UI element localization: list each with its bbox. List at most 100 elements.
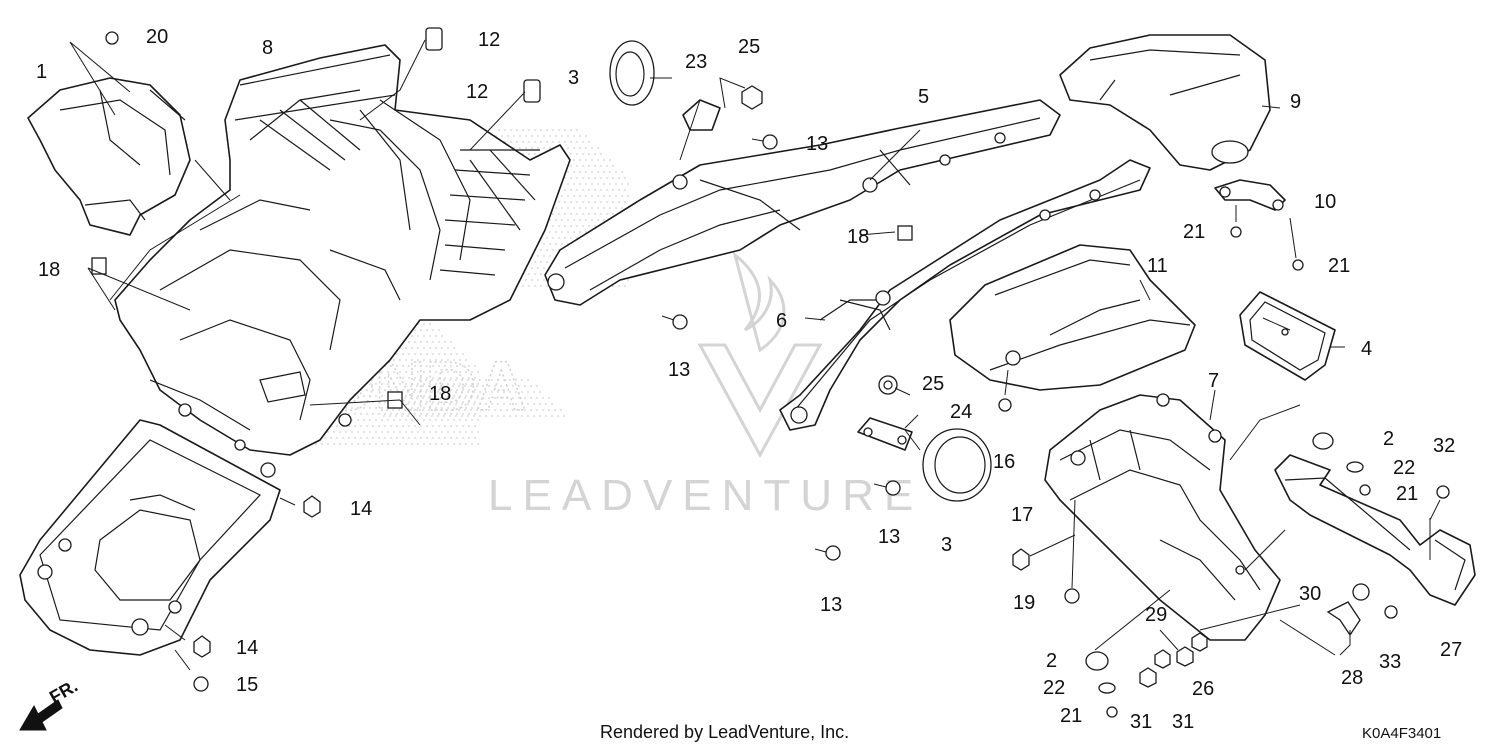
shading-dot	[474, 389, 476, 391]
shading-dot	[426, 425, 428, 427]
shading-dot	[453, 347, 455, 349]
shading-dot	[461, 403, 463, 405]
shading-dot	[446, 409, 448, 411]
shading-dot	[414, 437, 416, 439]
shading-dot	[506, 397, 508, 399]
shading-dot	[588, 213, 590, 215]
shading-dot	[417, 443, 419, 445]
shading-dot	[479, 415, 481, 417]
grommet-icon	[1312, 432, 1334, 450]
shading-dot	[387, 383, 389, 385]
shading-dot	[435, 407, 437, 409]
shading-dot	[429, 383, 431, 385]
shading-dot	[522, 285, 524, 287]
shading-dot	[531, 279, 533, 281]
shading-dot	[375, 407, 377, 409]
shading-dot	[573, 207, 575, 209]
shading-dot	[543, 135, 545, 137]
shading-dot	[606, 213, 608, 215]
shading-dot	[357, 407, 359, 409]
shading-dot	[549, 231, 551, 233]
shading-dot	[545, 415, 547, 417]
shading-dot	[408, 389, 410, 391]
shading-dot	[500, 385, 502, 387]
shading-dot	[612, 165, 614, 167]
shading-dot	[444, 353, 446, 355]
shading-dot	[576, 213, 578, 215]
shading-dot	[366, 437, 368, 439]
shading-dot	[396, 425, 398, 427]
bolt-icon	[998, 369, 1012, 412]
bolt-icon	[873, 480, 901, 496]
shading-dot	[447, 359, 449, 361]
shading-dot	[458, 397, 460, 399]
shading-dot	[369, 431, 371, 433]
shading-dot	[444, 341, 446, 343]
shading-dot	[414, 401, 416, 403]
shading-dot	[570, 165, 572, 167]
shading-dot	[468, 425, 470, 427]
shading-dot	[618, 189, 620, 191]
shading-dot	[456, 353, 458, 355]
shading-dot	[524, 397, 526, 399]
shading-dot	[488, 385, 490, 387]
shading-dot	[435, 347, 437, 349]
part-4-reflector	[1239, 291, 1336, 381]
shading-dot	[441, 347, 443, 349]
shading-dot	[573, 147, 575, 149]
nut-icon	[1012, 534, 1076, 571]
callout-2: 2	[1383, 428, 1394, 450]
shading-dot	[339, 431, 341, 433]
shading-dot	[459, 395, 461, 397]
shading-dot	[539, 391, 541, 393]
callout-24: 24	[950, 401, 972, 423]
shading-dot	[477, 443, 479, 445]
shading-dot	[521, 403, 523, 405]
shading-dot	[563, 415, 565, 417]
shading-dot	[402, 365, 404, 367]
shading-dot	[423, 323, 425, 325]
shading-dot	[534, 261, 536, 263]
clip-icon	[91, 257, 107, 275]
shading-dot	[476, 385, 478, 387]
part-8-inner-fender	[114, 44, 571, 478]
shading-dot	[390, 377, 392, 379]
shading-dot	[594, 189, 596, 191]
shading-dot	[447, 347, 449, 349]
shading-dot	[423, 383, 425, 385]
callout-31: 31	[1172, 711, 1194, 733]
shading-dot	[534, 141, 536, 143]
shading-dot	[423, 419, 425, 421]
shading-dot	[603, 171, 605, 173]
shading-dot	[543, 279, 545, 281]
shading-dot	[609, 183, 611, 185]
shading-dot	[432, 341, 434, 343]
shading-dot	[408, 353, 410, 355]
shading-dot	[461, 379, 463, 381]
shading-dot	[570, 201, 572, 203]
shading-dot	[464, 397, 466, 399]
shading-dot	[425, 403, 427, 405]
shading-dot	[471, 431, 473, 433]
shading-dot	[434, 409, 436, 411]
shading-dot	[543, 147, 545, 149]
shading-dot	[567, 207, 569, 209]
shading-dot	[470, 385, 472, 387]
shading-dot	[609, 195, 611, 197]
shading-dot	[579, 159, 581, 161]
shading-dot	[405, 383, 407, 385]
shading-dot	[441, 395, 443, 397]
bolt-icon	[193, 676, 209, 692]
shading-dot	[543, 243, 545, 245]
shading-dot	[369, 395, 371, 397]
shading-dot	[579, 171, 581, 173]
callouts: 1 20 8 12 12 3 23 25 13 5 9 10 21 21 18 …	[36, 26, 1462, 733]
callout-4: 4	[1361, 338, 1372, 360]
callout-26: 26	[1192, 678, 1214, 700]
screw-icon	[1230, 205, 1242, 238]
shading-dot	[465, 395, 467, 397]
shading-dot	[515, 403, 517, 405]
shading-dot	[393, 383, 395, 385]
shading-dot	[429, 443, 431, 445]
shading-dot	[417, 383, 419, 385]
